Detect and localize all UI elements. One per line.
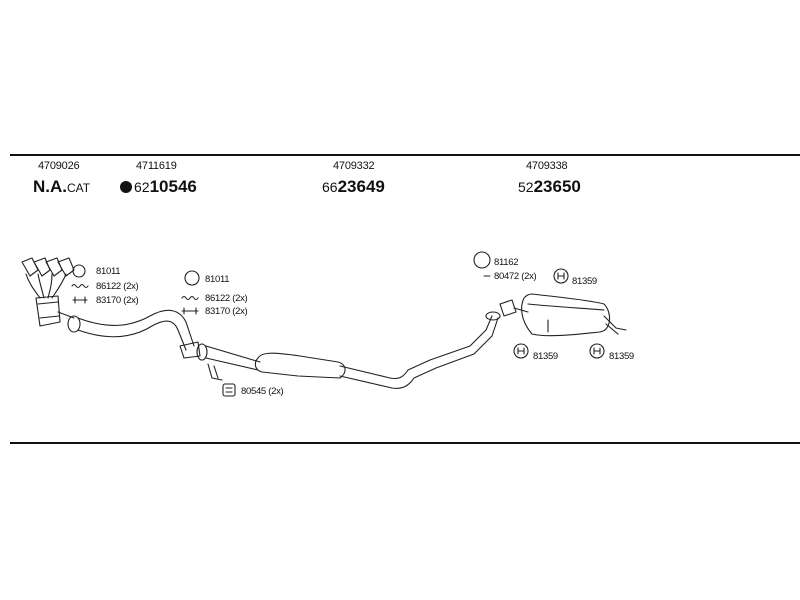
rubber-mount-icon <box>589 343 605 359</box>
rear-silencer <box>499 293 627 337</box>
code-3-main: 23649 <box>337 177 385 196</box>
code-4-prefix: 52 <box>518 179 534 195</box>
label-rear-mount-2: 81359 <box>533 351 558 362</box>
rubber-mount-icon <box>222 383 236 397</box>
bottom-rule <box>10 442 800 444</box>
clamp-icon <box>181 307 199 315</box>
spring-icon <box>71 283 89 289</box>
label-rear-mount-3: 81359 <box>609 351 634 362</box>
code-1: N.A.CAT <box>33 177 90 197</box>
code-2-prefix: 62 <box>134 179 150 195</box>
part-number-2: 4711619 <box>136 160 177 172</box>
part-number-1: 4709026 <box>38 160 80 172</box>
code-2-main: 10546 <box>149 177 197 196</box>
label-front-clamp: 83170 (2x) <box>96 295 139 306</box>
code-1-main: N.A. <box>33 177 67 196</box>
rubber-mount-icon <box>513 343 529 359</box>
label-mid-spring: 86122 (2x) <box>205 293 248 304</box>
label-hanger: 80545 (2x) <box>241 386 284 397</box>
code-3: 6623649 <box>322 177 385 197</box>
label-front-gasket: 81011 <box>96 266 121 277</box>
manifold-catalyst <box>21 257 75 327</box>
label-front-spring: 86122 (2x) <box>96 281 139 292</box>
spring-icon <box>181 295 199 301</box>
code-1-suffix: CAT <box>67 181 91 195</box>
label-mid-clamp: 83170 (2x) <box>205 306 248 317</box>
code-2: 6210546 <box>120 177 197 197</box>
front-pipe <box>67 309 201 359</box>
label-mid-gasket: 81011 <box>205 274 230 285</box>
middle-silencer <box>196 311 501 389</box>
label-rear-mount-1: 81359 <box>572 276 597 287</box>
gasket-ring-icon <box>72 264 86 278</box>
label-rear-bolt: 80472 (2x) <box>494 271 537 282</box>
rubber-mount-icon <box>553 268 569 284</box>
part-number-4: 4709338 <box>526 160 568 172</box>
gasket-ring-icon <box>184 270 200 286</box>
clamp-icon <box>72 296 88 304</box>
code-3-prefix: 66 <box>322 179 338 195</box>
top-rule <box>10 154 800 156</box>
part-number-3: 4709332 <box>333 160 375 172</box>
label-rear-gasket: 81162 <box>494 257 519 268</box>
code-4: 5223650 <box>518 177 581 197</box>
gasket-ring-icon <box>473 251 491 269</box>
bullet-icon <box>120 181 132 193</box>
code-4-main: 23650 <box>533 177 581 196</box>
